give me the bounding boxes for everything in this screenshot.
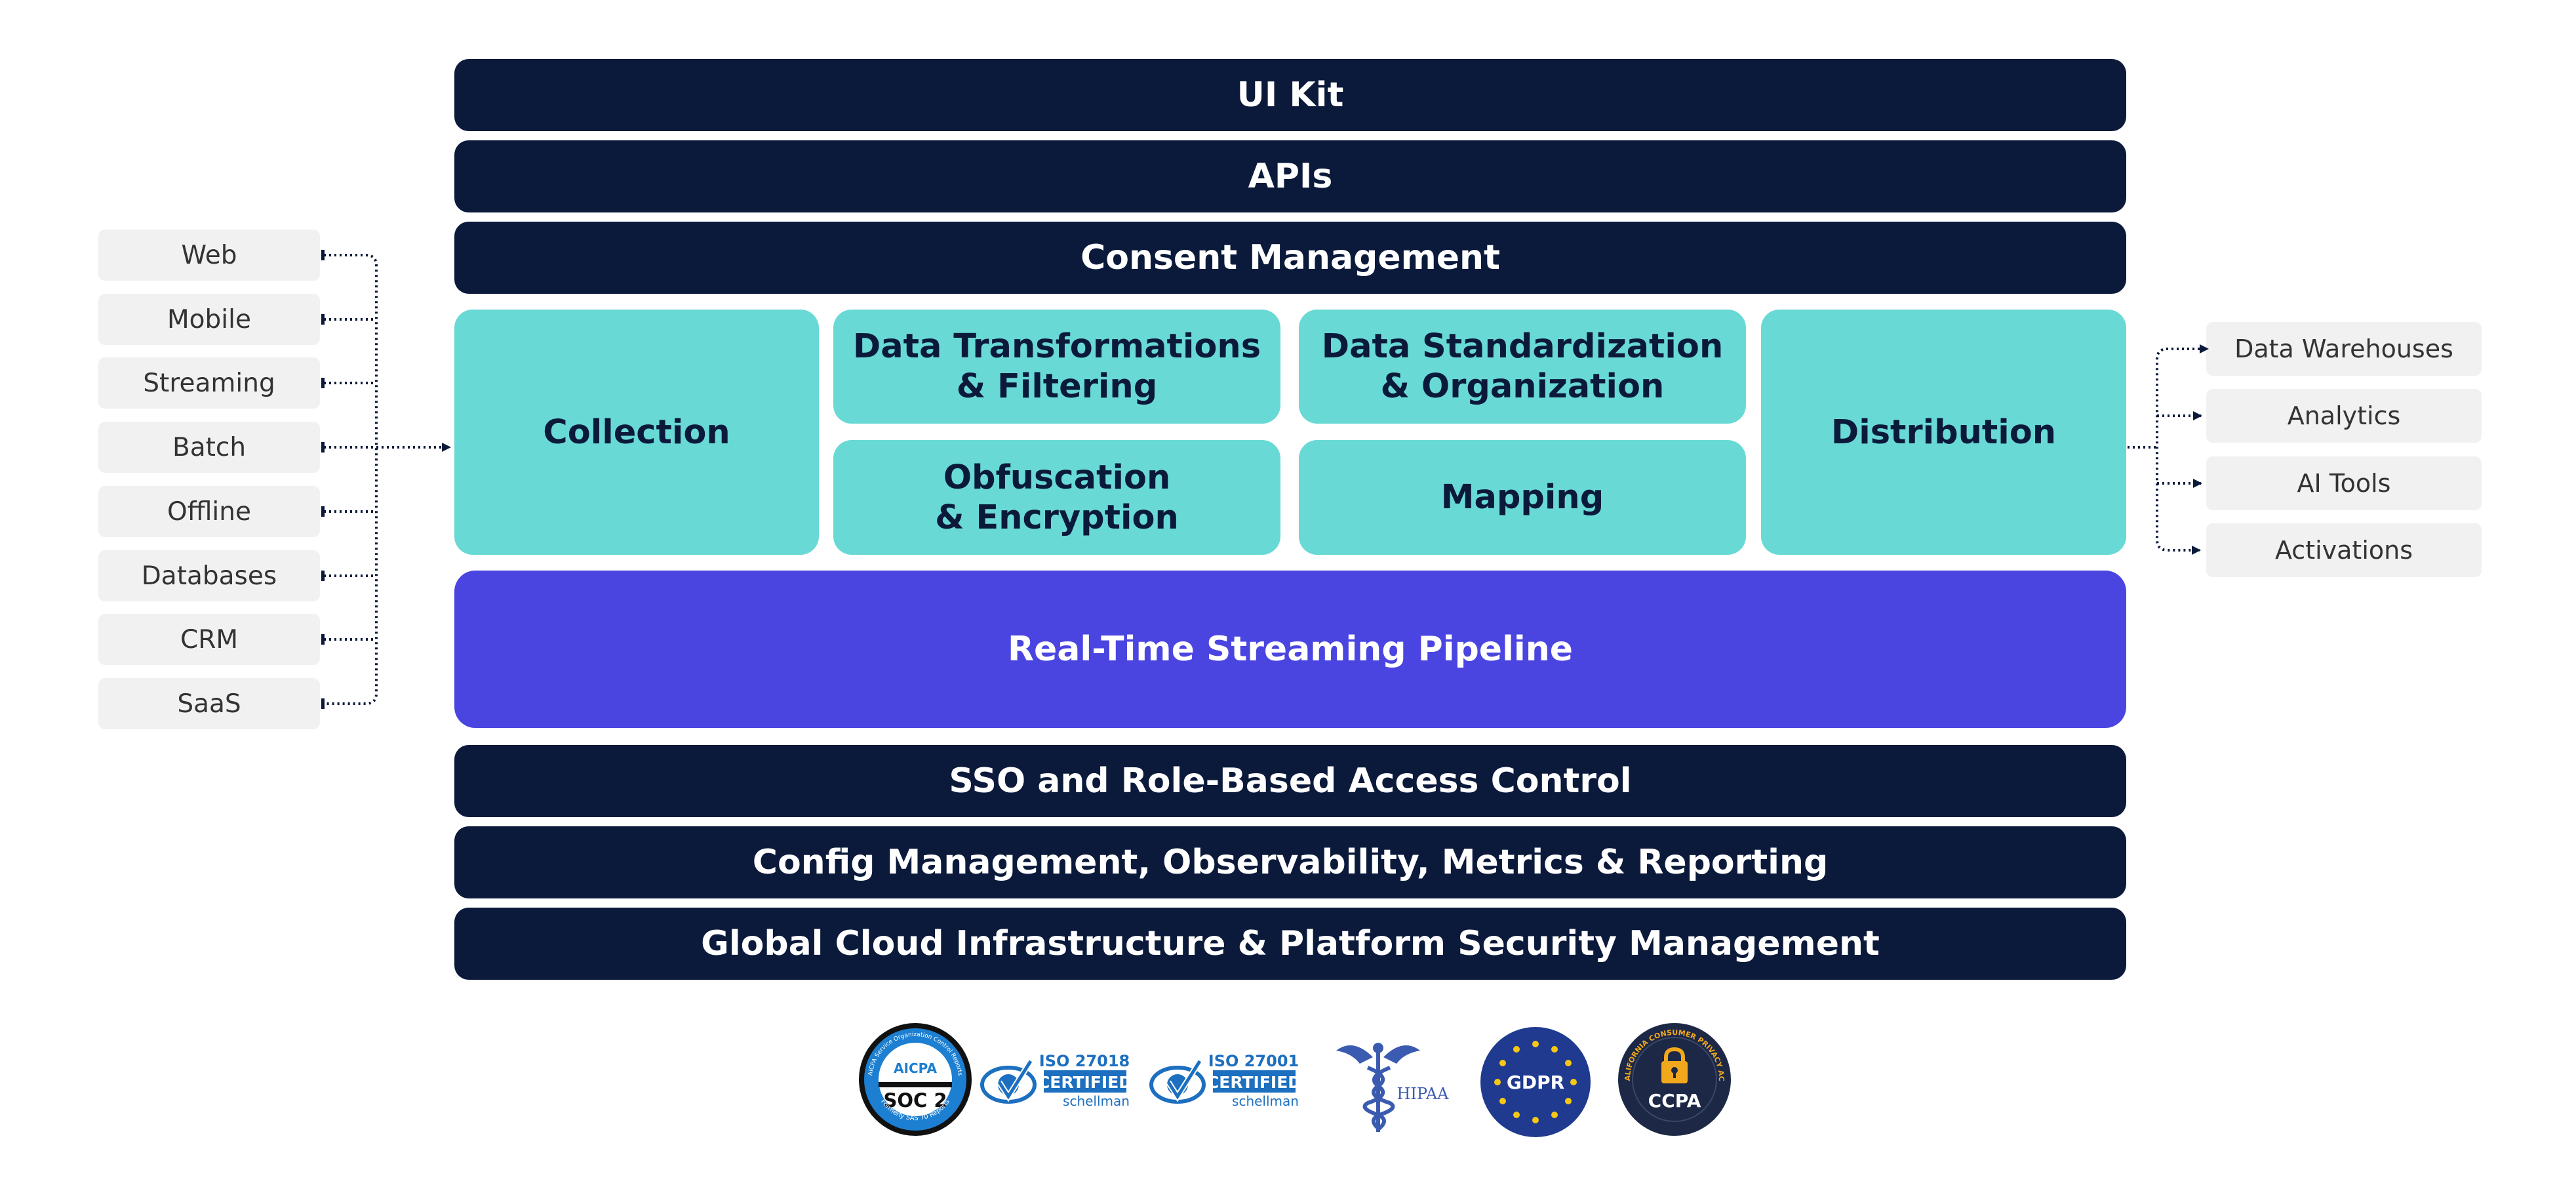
destination-activations: Activations xyxy=(2206,523,2482,577)
soc2-badge: AICPA SOC 2 AICPA Service Organization C… xyxy=(859,1023,972,1136)
gdpr-badge: GDPR xyxy=(1480,1027,1591,1137)
source-streaming: Streaming xyxy=(98,357,320,409)
source-batch: Batch xyxy=(98,422,320,473)
soc2-main-text: SOC 2 xyxy=(883,1089,947,1112)
destination-data-warehouses: Data Warehouses xyxy=(2206,322,2482,376)
source-saas: SaaS xyxy=(98,678,320,729)
iso27018-code: ISO 27018 xyxy=(1039,1052,1130,1070)
source-bracket xyxy=(324,254,378,705)
iso27018-certified: CERTIFIED xyxy=(1038,1073,1132,1092)
source-web: Web xyxy=(98,230,320,281)
source-crm: CRM xyxy=(98,614,320,665)
obfuscation-block: Obfuscation & Encryption xyxy=(833,440,1280,555)
gdpr-stars xyxy=(1494,1041,1577,1123)
distribution-block: Distribution xyxy=(1761,310,2126,555)
iso27018-badge: ISO 27018 CERTIFIED schellman xyxy=(980,1052,1132,1109)
layer-config-management: Config Management, Observability, Metric… xyxy=(454,826,2126,898)
hipaa-label: HIPAA xyxy=(1397,1085,1449,1103)
real-time-streaming-pipeline: Real-Time Streaming Pipeline xyxy=(454,571,2126,728)
iso27001-badge: ISO 27001 CERTIFIED schellman xyxy=(1149,1052,1301,1109)
iso27001-code: ISO 27001 xyxy=(1208,1052,1299,1070)
iso27001-certified: CERTIFIED xyxy=(1207,1073,1301,1092)
ccpa-badge: CALIFORNIA CONSUMER PRIVACY ACT CCPA xyxy=(1617,1022,1731,1136)
layer-sso-rbac: SSO and Role-Based Access Control xyxy=(454,745,2126,817)
destination-ai-tools: AI Tools xyxy=(2206,456,2482,510)
iso27018-by: schellman xyxy=(1063,1093,1130,1109)
layer-consent-management: Consent Management xyxy=(454,222,2126,294)
ccpa-label: CCPA xyxy=(1648,1090,1701,1112)
mapping-block: Mapping xyxy=(1299,440,1746,555)
layer-apis: APIs xyxy=(454,140,2126,212)
destination-bracket xyxy=(2156,348,2201,555)
destination-arrowhead-top xyxy=(2200,344,2209,353)
gdpr-label: GDPR xyxy=(1507,1072,1564,1093)
soc2-top-text: AICPA xyxy=(894,1060,937,1076)
source-mobile: Mobile xyxy=(98,294,320,345)
hipaa-badge: HIPAA xyxy=(1336,1043,1449,1132)
layer-ui-kit: UI Kit xyxy=(454,59,2126,131)
data-transformations-block: Data Transformations & Filtering xyxy=(833,310,1280,424)
layer-global-cloud-infrastructure: Global Cloud Infrastructure & Platform S… xyxy=(454,908,2126,980)
iso27001-by: schellman xyxy=(1232,1093,1299,1109)
source-offline: Offline xyxy=(98,486,320,537)
data-standardization-block: Data Standardization & Organization xyxy=(1299,310,1746,424)
source-databases: Databases xyxy=(98,550,320,601)
destination-analytics: Analytics xyxy=(2206,389,2482,443)
collection-block: Collection xyxy=(454,310,819,555)
